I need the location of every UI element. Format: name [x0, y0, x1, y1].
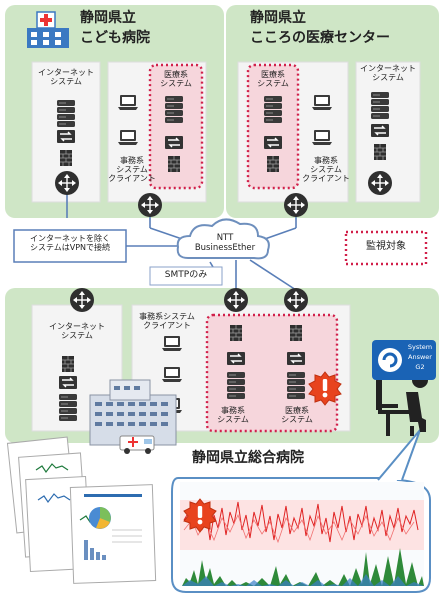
title-mental-line2: こころの医療センター	[250, 30, 390, 46]
label-tr-internet: インターネット システム	[360, 64, 416, 83]
ntt-cloud	[176, 218, 270, 260]
monitored-area-general	[205, 313, 339, 433]
label-b-medical-system: 医療系 システム	[281, 406, 313, 425]
vpn-note: インターネットを除く システムはVPNで接続	[29, 234, 111, 253]
label-tl-medical: 医療系 システム	[160, 70, 192, 89]
hospital-icon	[27, 11, 69, 48]
ntt-label: NTT BusinessEther	[194, 233, 256, 253]
title-children-line2: こども病院	[80, 30, 150, 46]
product-line3: G2	[415, 363, 425, 371]
monitored-area-children	[148, 63, 204, 190]
label-b-internet: インターネット システム	[49, 322, 105, 341]
report-documents	[6, 436, 157, 584]
label-tl-office-client: 事務系 システム クライアント	[108, 156, 156, 184]
smtp-label: SMTPのみ	[164, 270, 208, 280]
monitoring-bubble	[171, 429, 431, 593]
red-load-series	[183, 501, 419, 543]
label-b-office-system: 事務系 システム	[217, 406, 249, 425]
building-illustration	[89, 379, 177, 454]
title-general: 静岡県立総合病院	[192, 450, 304, 466]
green-load-series	[182, 548, 424, 586]
label-b-office-client: 事務系システム クライアント	[139, 312, 195, 331]
vpn-note-box	[13, 229, 127, 263]
product-line1: System	[407, 343, 433, 351]
monitored-area-mental	[246, 63, 300, 190]
title-mental-line1: 静岡県立	[250, 10, 306, 26]
label-tr-medical: 医療系 システム	[257, 70, 289, 89]
smtp-box	[149, 266, 223, 286]
system-answer-logo	[372, 340, 436, 380]
label-tr-office-client: 事務系 システム クライアント	[302, 156, 350, 184]
legend-monitored: 監視対象	[366, 241, 406, 252]
title-children-line1: 静岡県立	[80, 10, 136, 26]
legend-box	[344, 230, 428, 266]
label-tl-internet: インターネット システム	[38, 68, 94, 87]
product-line2: Answer	[408, 353, 432, 361]
